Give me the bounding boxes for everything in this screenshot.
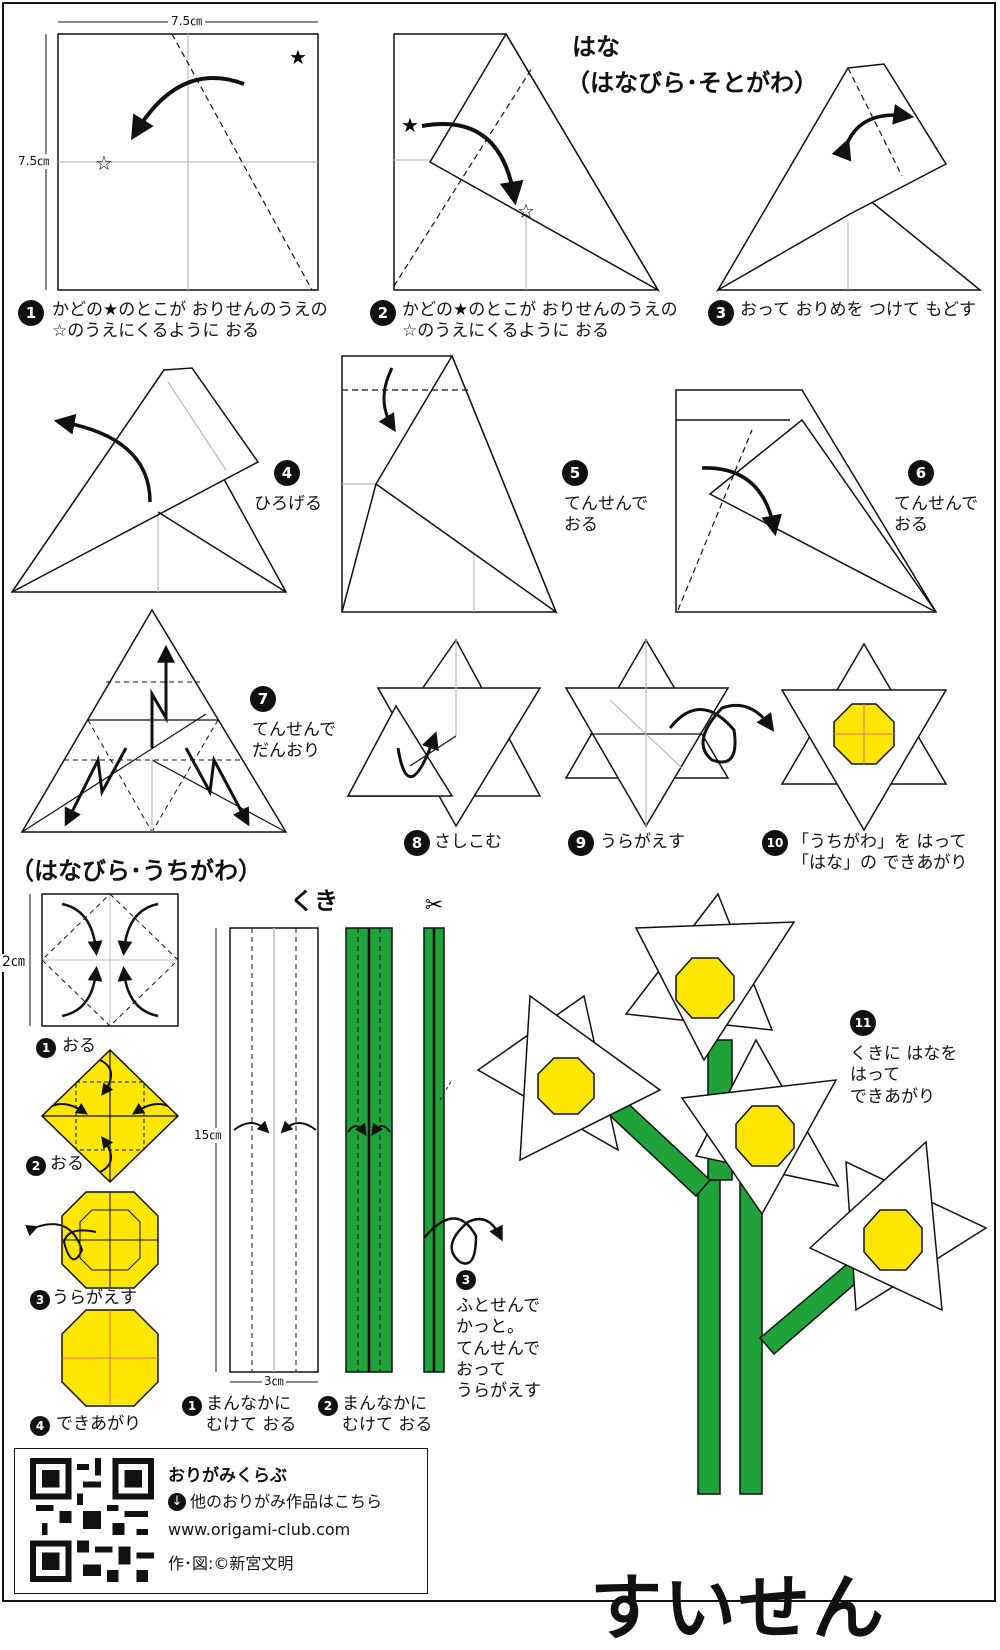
step10-caption: 「うちがわ」を はって 「はな」の できあがり <box>792 832 968 874</box>
step-number: 8 <box>404 830 430 856</box>
step-number: 2 <box>318 1396 338 1416</box>
white-star-icon: ☆ <box>95 151 113 175</box>
step-number: 4 <box>274 460 300 486</box>
step6-diagram <box>675 389 938 613</box>
inner-step2-caption: おる <box>50 1154 84 1174</box>
step3-caption: おって おりめを つけて もどす <box>740 300 977 320</box>
outer-petals-title: （はなびら･そとがわ） <box>566 69 818 97</box>
step4-caption: ひろげる <box>254 494 322 514</box>
step-number: 4 <box>30 1416 50 1436</box>
black-star-icon: ★ <box>289 45 307 69</box>
step8-caption: さしこむ <box>434 832 502 852</box>
step3-diagram <box>715 63 983 293</box>
step-number: 3 <box>30 1290 50 1310</box>
stem-step1-caption: まんなかに むけて おる <box>206 1394 297 1436</box>
white-star-icon: ☆ <box>517 199 535 223</box>
scissors-icon: ✂ <box>425 893 443 918</box>
inner-step1-caption: おる <box>62 1036 96 1056</box>
step4-diagram <box>10 367 288 593</box>
step-number: 1 <box>18 300 44 326</box>
step-number: 3 <box>708 300 734 326</box>
small-square-measure: 2㎝ <box>2 954 25 972</box>
stem-step2-diagram <box>345 927 393 1373</box>
inner-petals-title: （はなびら･うちがわ） <box>10 857 262 885</box>
black-star-icon: ★ <box>401 113 419 137</box>
step10-diagram <box>780 642 948 832</box>
step-number: 11 <box>850 1010 876 1036</box>
final-title: すいせん <box>590 1566 887 1650</box>
step5-caption: てんせんで おる <box>564 494 649 536</box>
inner-step3-caption: うらがえす <box>52 1288 137 1308</box>
diagram-canvas: ★ ☆ ★ ☆ <box>10 21 988 1495</box>
height-measure: 7.5㎝ <box>18 154 50 169</box>
step7-diagram <box>20 608 288 833</box>
step-number: 1 <box>182 1396 202 1416</box>
page-border <box>2 2 996 1602</box>
inner-step4-diagram <box>61 1309 159 1407</box>
step1-diagram: ★ ☆ <box>45 21 319 291</box>
step2-diagram: ★ ☆ <box>393 32 661 293</box>
more-works-link[interactable]: 他のおりがみ作品はこちら <box>190 1492 383 1511</box>
step-number: 9 <box>568 830 594 856</box>
club-name: おりがみくらぶ <box>168 1466 287 1486</box>
website-url[interactable]: www.origami-club.com <box>168 1520 351 1539</box>
stem-title: くき <box>290 887 338 915</box>
step9-diagram <box>564 638 775 828</box>
inner-step1-diagram <box>29 893 179 1027</box>
step5-diagram <box>341 354 558 615</box>
step-number: 1 <box>36 1038 56 1058</box>
inner-step4-caption: できあがり <box>56 1414 141 1434</box>
stem-step3-diagram: ✂ <box>423 893 503 1373</box>
arrow-down-icon: ↓ <box>168 1493 186 1511</box>
final-bouquet <box>476 892 988 1495</box>
step2-caption: かどの★のとこが おりせんのうえの ☆のうえにくるように おる <box>402 300 678 342</box>
step-number: 7 <box>250 686 276 712</box>
step-number: 3 <box>456 1270 476 1290</box>
stem-step2-caption: まんなかに むけて おる <box>342 1394 433 1436</box>
step6-caption: てんせんで おる <box>894 494 979 536</box>
footer-box <box>14 1448 428 1594</box>
stem-step1-diagram <box>215 927 319 1383</box>
step-number: 6 <box>908 460 934 486</box>
inner-step3-diagram <box>25 1191 159 1289</box>
step9-caption: うらがえす <box>600 832 685 852</box>
qr-code[interactable] <box>30 1458 154 1582</box>
flower-title: はな <box>572 33 620 61</box>
step-number: 10 <box>762 830 788 856</box>
stem-step3-caption: ふとせんで かっと。 てんせんで おって うらがえす <box>456 1296 541 1401</box>
credit: 作･図:©新宮文明 <box>168 1554 294 1573</box>
step7-caption: てんせんで だんおり <box>252 720 337 762</box>
stem-length-measure: 15㎝ <box>194 1128 222 1143</box>
step-number: 5 <box>562 460 588 486</box>
width-measure: 7.5㎝ <box>168 14 206 29</box>
step-number: 2 <box>370 300 396 326</box>
inner-step2-diagram <box>40 1048 180 1184</box>
step8-diagram <box>346 638 542 828</box>
stem-width-measure: 3㎝ <box>262 1374 286 1389</box>
step1-caption: かどの★のとこが おりせんのうえの ☆のうえにくるように おる <box>52 300 328 342</box>
step-number: 2 <box>26 1156 46 1176</box>
step11-caption: くきに はなを はって できあがり <box>850 1044 958 1107</box>
